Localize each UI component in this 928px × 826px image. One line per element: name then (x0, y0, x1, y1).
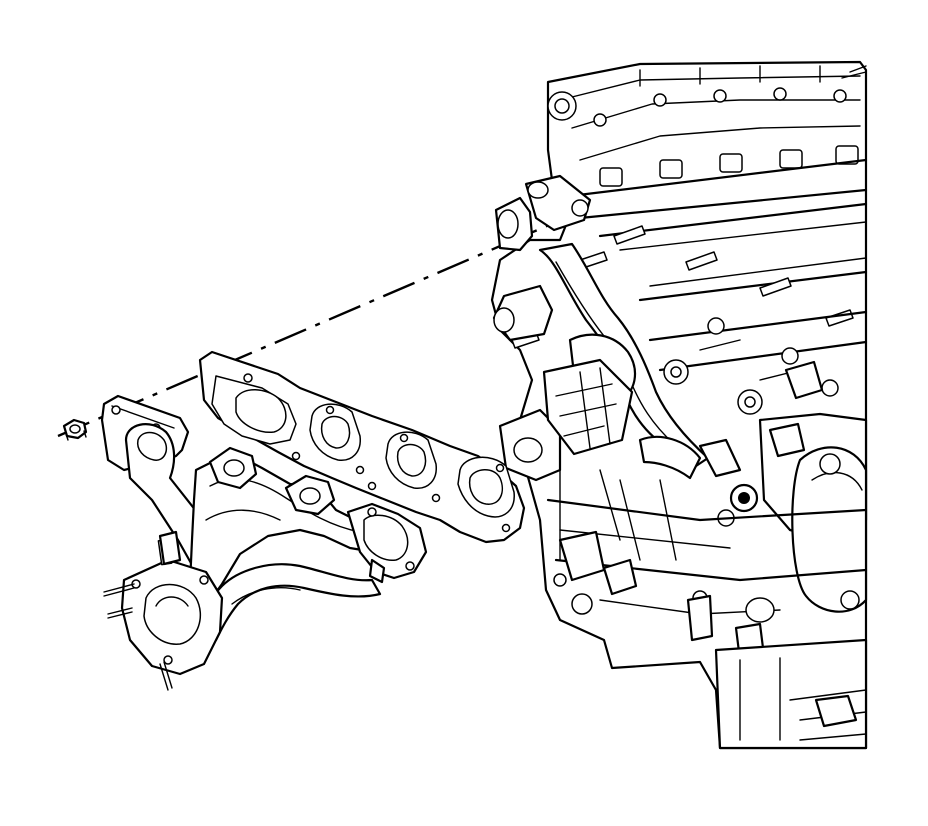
engine-block-icon (490, 60, 868, 750)
gasket-icon (198, 350, 526, 544)
nut-icon (62, 418, 88, 441)
exhaust-manifold-icon (100, 394, 428, 691)
